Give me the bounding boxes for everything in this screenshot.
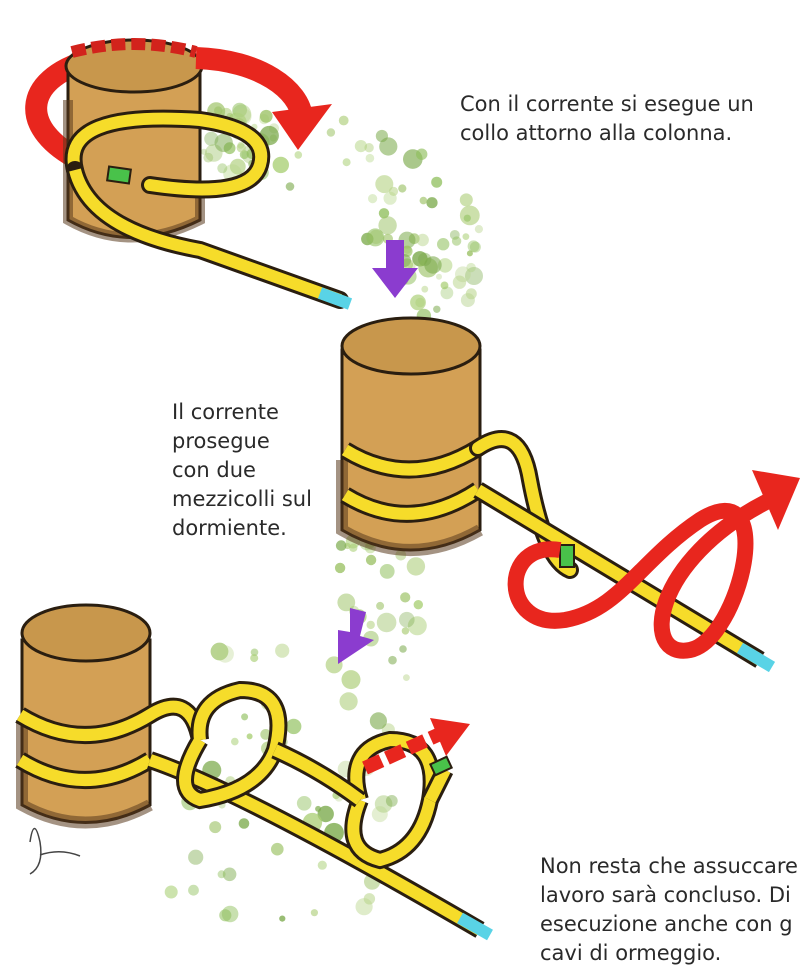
step3-caption-line: cavi di ormeggio. [540, 939, 810, 968]
foliage-dot [239, 818, 250, 829]
step3-caption-line: esecuzione anche con g [540, 910, 810, 939]
foliage-dot [460, 193, 473, 206]
foliage-dot [366, 555, 376, 565]
foliage-dot [327, 128, 335, 136]
foliage-dot [460, 206, 480, 226]
foliage-dot [437, 238, 449, 250]
foliage-dot [231, 738, 239, 746]
foliage-dot [217, 645, 234, 662]
red-motion-arrow-2 [516, 500, 770, 651]
foliage-dot [286, 719, 301, 734]
step3-caption: Non resta che assuccare lavoro sarà conc… [540, 852, 810, 968]
foliage-dot [250, 654, 258, 662]
foliage-dot [399, 645, 407, 653]
foliage-dot [463, 233, 470, 240]
foliage-dot [273, 157, 289, 173]
foliage-dot [315, 806, 321, 812]
foliage-dot [279, 916, 285, 922]
foliage-dot [452, 236, 461, 245]
step3-caption-line: Non resta che assuccare [540, 852, 810, 881]
foliage-dot [399, 612, 415, 628]
foliage-dot [455, 266, 471, 282]
foliage-dot [433, 306, 440, 313]
foliage-dot [402, 627, 409, 634]
foliage-dot [188, 850, 203, 865]
foliage-dot [297, 796, 312, 811]
foliage-dot [368, 194, 377, 203]
foliage-dot [388, 656, 397, 665]
foliage-dot [386, 795, 398, 807]
foliage-dot [337, 594, 355, 612]
bollard-3 [22, 605, 150, 823]
step2-caption: Il corrente prosegue con due mezzicolli … [172, 398, 352, 543]
foliage-dot [410, 295, 426, 311]
foliage-dot [398, 184, 406, 192]
step1-group [36, 40, 350, 304]
foliage-dot [414, 600, 423, 609]
step3-caption-line: lavoro sarà concluso. Di [540, 881, 810, 910]
foliage-dot [286, 182, 295, 191]
foliage-dot [215, 134, 233, 152]
foliage-dot [295, 151, 303, 159]
foliage-dot [219, 909, 231, 921]
foliage-dot [400, 592, 410, 602]
foliage-dot [203, 153, 213, 163]
foliage-dot [416, 149, 427, 160]
red-arrowhead-1 [272, 104, 332, 150]
foliage-dot [389, 187, 398, 196]
foliage-dot [356, 898, 373, 915]
foliage-dot [340, 692, 358, 710]
foliage-dot [475, 225, 483, 233]
foliage-dot [376, 602, 384, 610]
foliage-dot [377, 613, 397, 633]
foliage-dot [464, 215, 471, 222]
foliage-dot [369, 230, 383, 244]
foliage-dot [355, 140, 367, 152]
step1-caption: Con il corrente si esegue un collo attor… [460, 90, 800, 148]
foliage-dot [247, 733, 253, 739]
foliage-dot [260, 110, 273, 123]
foliage-dot [370, 712, 387, 729]
foliage-dot [420, 197, 428, 205]
foliage-dot [335, 563, 345, 573]
foliage-dot [230, 159, 246, 175]
foliage-dot [366, 154, 375, 163]
foliage-dot [367, 621, 375, 629]
foliage-dot [436, 274, 442, 280]
foliage-dot [209, 821, 221, 833]
foliage-dot [380, 564, 395, 579]
foliage-dot [403, 674, 410, 681]
foliage-dot [372, 806, 388, 822]
foliage-dot [441, 287, 454, 300]
foliage-dot [431, 177, 442, 188]
foliage-dot [237, 142, 244, 149]
foliage-dot [466, 288, 477, 299]
foliage-dot [271, 843, 284, 856]
foliage-dot [343, 158, 351, 166]
foliage-dot [407, 557, 425, 575]
foliage-dot [241, 713, 248, 720]
foliage-dot [421, 286, 428, 293]
foliage-dot [378, 216, 396, 234]
foliage-dot [424, 256, 441, 273]
foliage-dot [417, 234, 429, 246]
foliage-dot [188, 885, 199, 896]
foliage-dot [275, 644, 289, 658]
foliage-dot [379, 137, 397, 155]
foliage-dot [342, 670, 361, 689]
foliage-dot [339, 116, 349, 126]
foliage-dot [217, 163, 227, 173]
foliage-dot [311, 909, 318, 916]
foliage-dot [426, 197, 437, 208]
foliage-dot [470, 242, 481, 253]
foliage-dot [218, 870, 226, 878]
signature-icon [30, 829, 80, 875]
foliage-dot [318, 861, 327, 870]
foliage-dot [165, 886, 178, 899]
